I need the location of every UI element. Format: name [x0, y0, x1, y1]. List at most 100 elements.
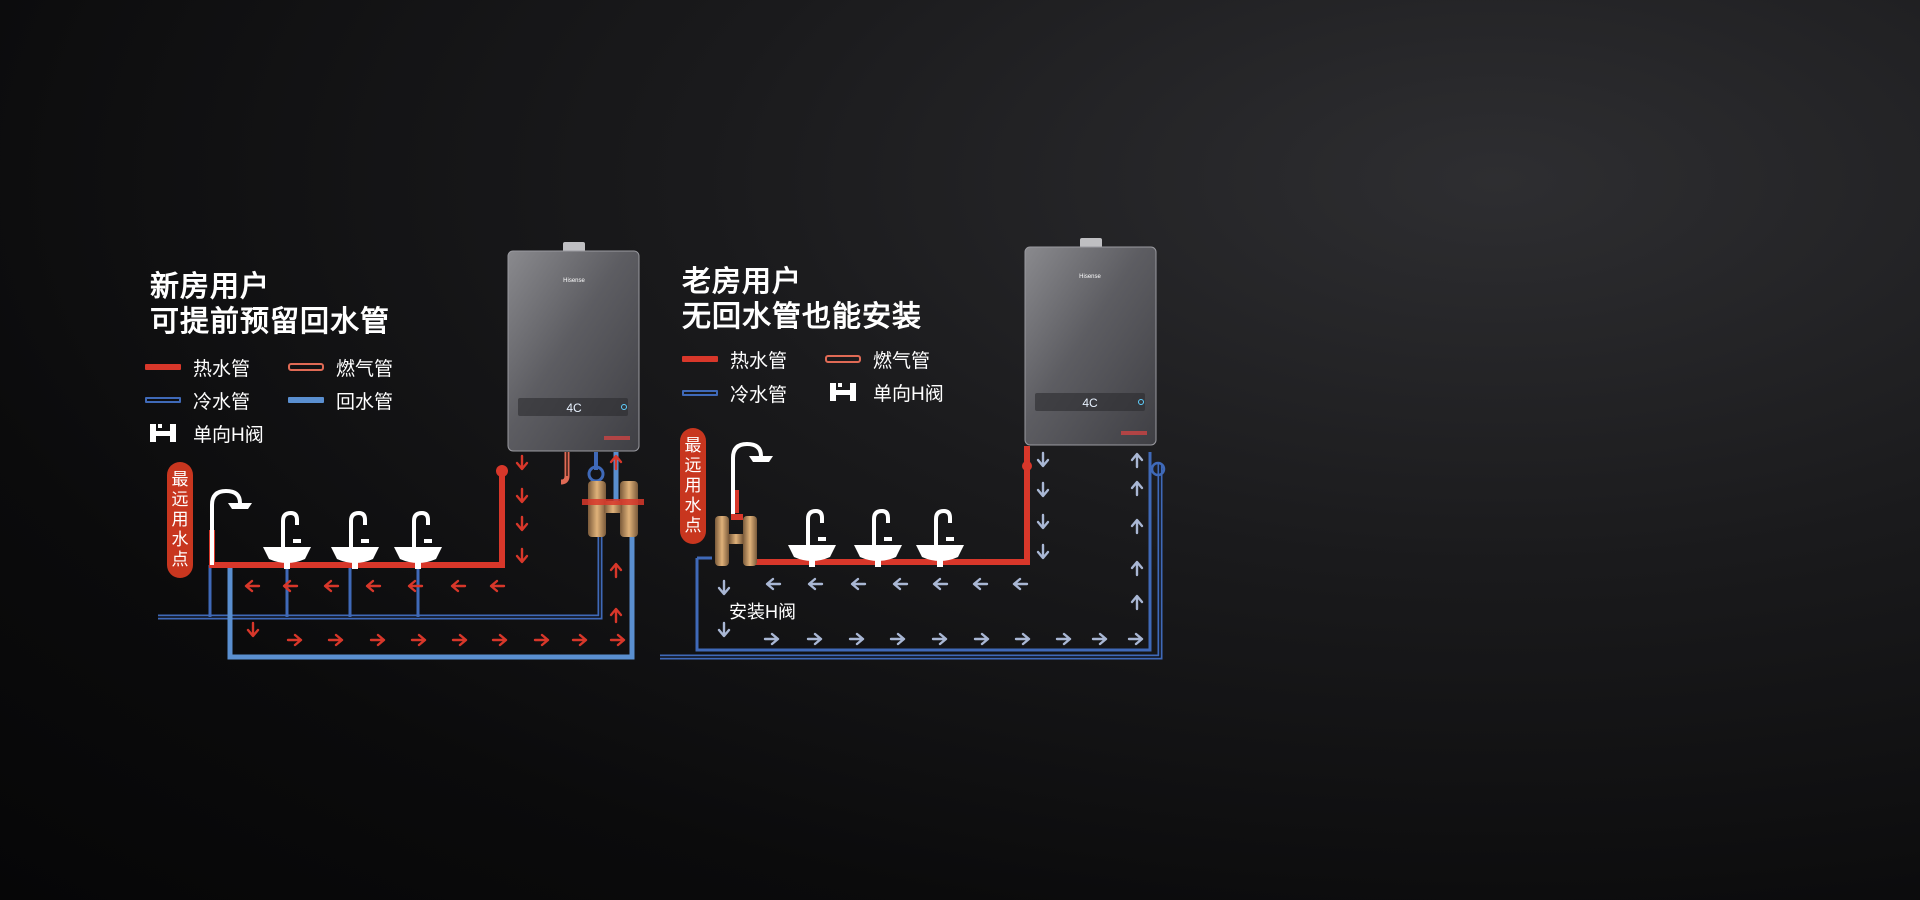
flow-arrow-down	[1036, 481, 1050, 498]
right-water-heater: Hisense 4C	[1024, 238, 1157, 446]
flow-arrow-down	[1036, 543, 1050, 560]
flow-arrow-left	[407, 579, 424, 593]
gas-pipe-swatch	[825, 355, 861, 363]
flow-arrow-left	[365, 579, 382, 593]
h-valve-legend-icon	[825, 380, 861, 404]
flow-arrow-left	[282, 579, 299, 593]
flow-arrow-up	[1130, 560, 1144, 577]
install-h-valve-note: 安装H阀	[729, 602, 796, 622]
left-legend-gas-label: 燃气管	[336, 358, 394, 380]
right-far-char: 水	[684, 496, 702, 515]
left-far-char: 最	[171, 470, 189, 489]
left-legend-valve: 单向H阀	[145, 421, 264, 446]
left-heater-brand: Hisense	[563, 278, 585, 284]
flow-arrow-right	[327, 633, 344, 647]
flow-arrow-right	[763, 632, 780, 646]
left-legend-valve-label: 单向H阀	[193, 424, 264, 446]
left-flow-arrows	[244, 454, 626, 647]
h-valve-legend-icon	[145, 421, 181, 445]
right-legend-hot-label: 热水管	[730, 350, 788, 372]
flow-arrow-up	[1130, 594, 1144, 611]
left-far-char: 水	[171, 530, 189, 549]
flow-arrow-left	[450, 579, 467, 593]
right-far-char: 远	[684, 456, 702, 475]
right-far-char: 点	[684, 516, 702, 535]
flow-arrow-down	[717, 621, 731, 638]
flow-arrow-up	[1130, 518, 1144, 535]
right-legend-valve-label: 单向H阀	[873, 383, 944, 405]
left-pipes	[158, 452, 635, 660]
flow-arrow-up	[609, 562, 623, 579]
flow-arrow-right	[1014, 632, 1031, 646]
flow-arrow-right	[571, 633, 588, 647]
left-title: 新房用户 可提前预留回水管	[150, 270, 390, 340]
flow-arrow-left	[972, 577, 989, 591]
flow-arrow-right	[286, 633, 303, 647]
return-pipe-swatch	[288, 397, 324, 403]
right-far-char: 最	[684, 436, 702, 455]
right-far-point-tag: 最 远 用 水 点	[680, 428, 706, 544]
right-fixtures	[731, 442, 966, 569]
right-pipes	[660, 446, 1166, 660]
flow-arrow-right	[1127, 632, 1144, 646]
flow-arrow-right	[491, 633, 508, 647]
hot-pipe-swatch	[145, 364, 181, 370]
flow-arrow-left	[932, 577, 949, 591]
flow-arrow-up	[1130, 452, 1144, 469]
flow-arrow-down	[717, 579, 731, 596]
flow-arrow-up	[609, 607, 623, 624]
flow-arrow-down	[1036, 451, 1050, 468]
left-legend-hot-label: 热水管	[193, 358, 251, 380]
flow-arrow-down	[1036, 513, 1050, 530]
flow-arrow-right	[609, 633, 626, 647]
flow-arrow-right	[806, 632, 823, 646]
cold-pipe-swatch	[145, 397, 181, 403]
flow-arrow-down	[515, 487, 529, 504]
cold-pipe-swatch	[682, 390, 718, 396]
flow-arrow-left	[489, 579, 506, 593]
flow-arrow-left	[765, 577, 782, 591]
flow-arrow-down	[515, 515, 529, 532]
flow-arrow-right	[451, 633, 468, 647]
left-title-line2: 可提前预留回水管	[150, 306, 391, 338]
flow-arrow-right	[410, 633, 427, 647]
flow-arrow-down	[515, 454, 529, 471]
left-far-char: 点	[171, 550, 189, 569]
flow-arrow-down	[515, 547, 529, 564]
left-far-char: 远	[171, 490, 189, 509]
right-heater-brand: Hisense	[1079, 274, 1101, 280]
hot-pipe-swatch	[682, 356, 718, 362]
gas-pipe-swatch	[288, 363, 324, 371]
right-legend-gas: 燃气管	[825, 347, 930, 372]
left-legend-gas: 燃气管	[288, 355, 394, 380]
left-legend-return: 回水管	[288, 388, 394, 413]
flow-arrow-right	[369, 633, 386, 647]
flow-arrow-left	[323, 579, 340, 593]
left-legend-return-label: 回水管	[336, 391, 394, 413]
right-heater-display: 4C	[1082, 396, 1098, 410]
flow-arrow-right	[1091, 632, 1108, 646]
right-legend-cold-label: 冷水管	[730, 384, 788, 406]
flow-arrow-down	[246, 621, 260, 638]
right-title-line1: 老房用户	[682, 266, 803, 298]
left-far-char: 用	[171, 510, 189, 529]
flow-arrow-up	[609, 454, 623, 471]
flow-arrow-up	[1130, 480, 1144, 497]
flow-arrow-right	[973, 632, 990, 646]
right-flow-arrows	[717, 451, 1144, 646]
flow-arrow-right	[1055, 632, 1072, 646]
flow-arrow-left	[1012, 577, 1029, 591]
right-legend-valve: 单向H阀	[825, 380, 944, 405]
right-legend-hot: 热水管	[682, 347, 788, 372]
right-h-valve-icon	[715, 514, 757, 566]
right-far-char: 用	[684, 476, 702, 495]
left-title-line1: 新房用户	[150, 271, 271, 303]
left-legend-hot: 热水管	[145, 355, 251, 380]
left-water-heater: Hisense 4C	[507, 242, 640, 452]
flow-arrow-left	[807, 577, 824, 591]
flow-arrow-left	[244, 579, 261, 593]
left-h-valve-icon	[582, 481, 644, 537]
left-far-point-tag: 最 远 用 水 点	[167, 462, 193, 578]
right-legend-cold: 冷水管	[682, 381, 788, 406]
